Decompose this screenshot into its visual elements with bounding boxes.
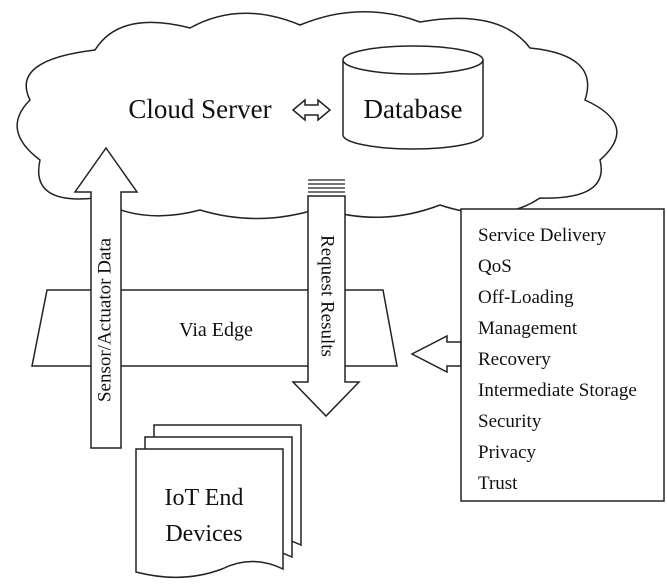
- service-item: Recovery: [478, 349, 551, 370]
- upward-data-arrow: [73, 146, 139, 449]
- service-item: Intermediate Storage: [478, 380, 637, 401]
- service-item: Off-Loading: [478, 287, 574, 308]
- edge-label: Via Edge: [179, 319, 253, 341]
- cloud-server-label: Cloud Server: [128, 94, 271, 124]
- services-list: Service Delivery QoS Off-Loading Managem…: [478, 225, 637, 494]
- service-item: Security: [478, 411, 542, 432]
- arrow-tail-stripes: [308, 179, 345, 193]
- service-item: Privacy: [478, 442, 537, 463]
- iot-devices-document-stack: [135, 424, 302, 579]
- downward-results-arrow: [291, 195, 361, 418]
- service-item: Trust: [478, 473, 518, 494]
- up-arrow-label: Sensor/Actuator Data: [94, 237, 115, 402]
- services-box: [460, 208, 665, 502]
- service-item: Service Delivery: [478, 225, 607, 246]
- devices-label-line2: Devices: [165, 521, 242, 547]
- bidirectional-arrow-icon: [291, 98, 332, 122]
- edge-layer-trapezoid: [31, 289, 398, 367]
- database-cylinder: [342, 45, 484, 150]
- down-arrow-label: Request Results: [317, 235, 338, 357]
- services-to-edge-arrow: [410, 334, 462, 374]
- database-label: Database: [364, 94, 463, 124]
- service-item: QoS: [478, 256, 512, 277]
- service-item: Management: [478, 318, 578, 339]
- devices-label-line1: IoT End: [165, 485, 244, 511]
